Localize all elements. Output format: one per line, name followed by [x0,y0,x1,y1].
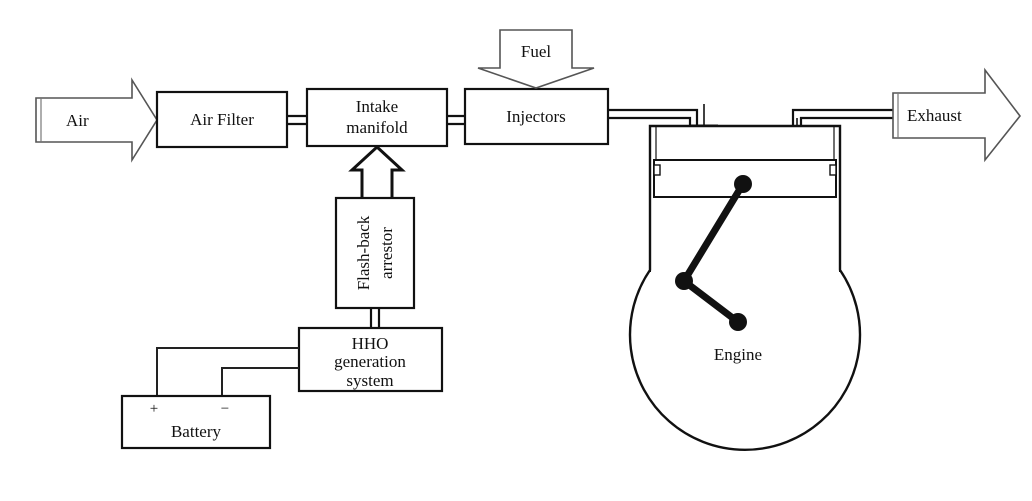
air-filter-label: Air Filter [190,110,254,129]
air-filter-box: Air Filter [155,90,289,149]
exhaust-label: Exhaust [907,106,962,125]
hho-up-arrow [348,144,406,197]
hho-label-line1: HHO [352,334,389,353]
injectors-box: Injectors [463,87,610,146]
pipe-filter-intake [287,114,307,126]
battery-minus: − [221,401,229,417]
battery-label: Battery [171,422,222,441]
air-arrow: Air [35,77,158,163]
crank-arm [680,277,742,326]
engine-label: Engine [714,345,762,364]
intake-manifold-box: Intake manifold [305,87,449,148]
engine: Engine [628,124,862,452]
pipe-intake-injectors [447,114,465,126]
injectors-label: Injectors [506,107,565,126]
connecting-rod [680,180,747,285]
pipe-arrestor-hho [369,308,381,328]
battery-wires [156,347,299,396]
exhaust-arrow: Exhaust [892,67,1022,163]
hho-generation-box: HHO generation system [297,326,444,393]
hho-label-line2: generation [334,352,406,371]
arrestor-label-line1: Flash-back [354,215,373,290]
flash-back-arrestor-box: Flash-back arrestor [334,196,416,310]
pipe-injectors-engine [608,104,718,128]
battery-box: + − Battery [120,394,272,450]
intake-label-line1: Intake [356,97,398,116]
fuel-arrow: Fuel [477,29,595,89]
air-label: Air [66,111,89,130]
arrestor-label-line2: arrestor [377,227,396,279]
battery-plus: + [150,401,158,417]
fuel-label: Fuel [521,42,552,61]
hho-label-line3: system [346,371,393,390]
intake-label-line2: manifold [346,118,408,137]
